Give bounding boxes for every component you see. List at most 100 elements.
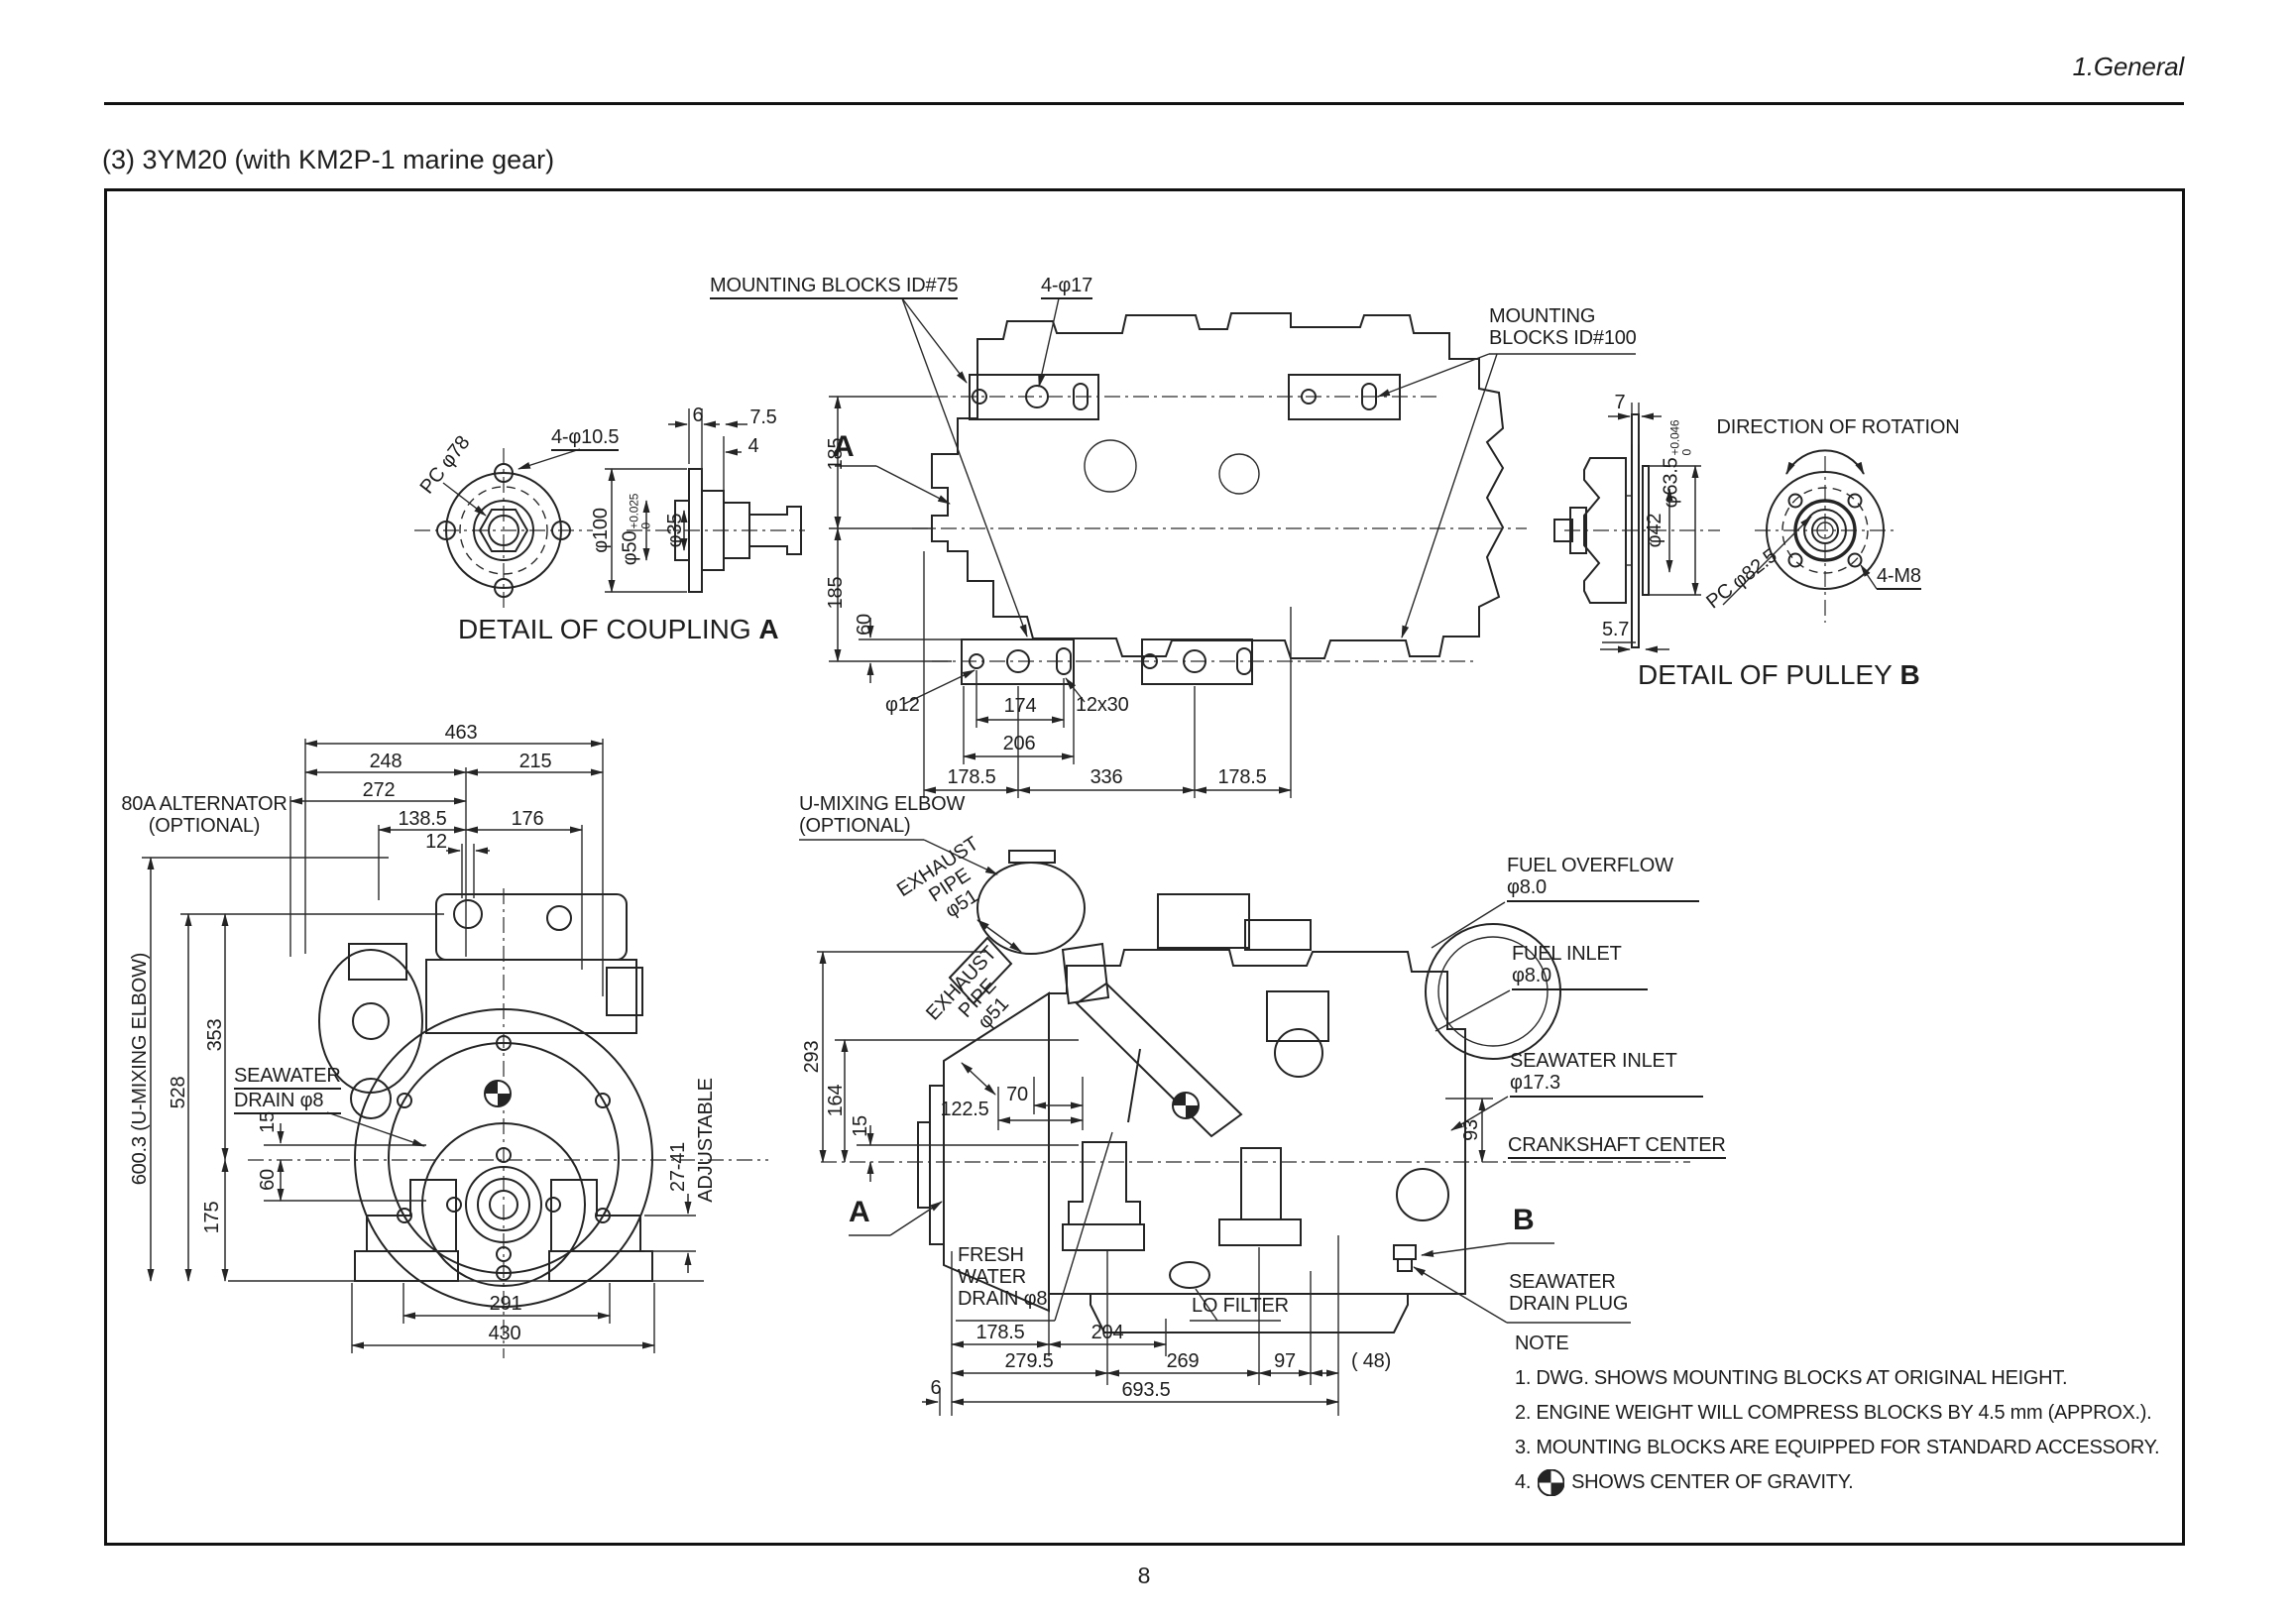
coupling-dim-6: 6 (692, 405, 704, 426)
seawater-drain-plug-line1: SEAWATER (1509, 1271, 1616, 1293)
mounting-blocks-id100-line2: BLOCKS ID#100 (1489, 327, 1637, 349)
fresh-water-drain-line3: DRAIN φ8 (958, 1288, 1048, 1310)
front-dim-463: 463 (444, 722, 478, 744)
pulley-dim-5-7: 5.7 (1602, 619, 1630, 640)
front-seawater-drain-line2: DRAIN φ8 (234, 1090, 341, 1114)
bolt-holes-4x17-label: 4-φ17 (1041, 275, 1092, 299)
pulley-caption-text: DETAIL OF PULLEY (1638, 659, 1893, 690)
side-dim-70: 70 (1006, 1084, 1028, 1105)
front-dim-430: 430 (488, 1323, 521, 1344)
pulley-caption: DETAIL OF PULLEY B (1638, 661, 1920, 689)
pulley-side-view-drawing (1553, 413, 1720, 648)
alternator-label-line1: 80A ALTERNATOR (121, 793, 287, 815)
front-dim-176: 176 (511, 808, 544, 830)
section-ref-a-side: A (849, 1196, 870, 1228)
front-dim-272: 272 (362, 779, 396, 801)
top-dim-206: 206 (1002, 733, 1036, 754)
top-dim-178-5-right: 178.5 (1217, 766, 1267, 788)
pulley-dia-42: φ42 (1644, 513, 1665, 548)
top-dim-185-lower: 185 (825, 576, 847, 610)
side-dim-97: 97 (1274, 1350, 1296, 1372)
coupling-front-view-drawing (414, 448, 593, 613)
note-item-4: 4. SHOWS CENTER OF GRAVITY. (1515, 1465, 2159, 1500)
top-dim-336: 336 (1090, 766, 1123, 788)
side-dim-48: ( 48) (1350, 1350, 1392, 1372)
tol-lower: 0 (638, 522, 653, 529)
section-ref-a-top: A (833, 430, 855, 463)
side-dim-293: 293 (801, 1040, 823, 1074)
alternator-label: 80A ALTERNATOR(OPTIONAL) (121, 793, 287, 837)
alternator-label-line2: (OPTIONAL) (148, 815, 261, 837)
coupling-dia-35: φ35 (664, 513, 686, 548)
front-dim-215: 215 (518, 751, 552, 772)
pulley-front-view-drawing (1722, 449, 1895, 623)
top-dim-178-5-left: 178.5 (947, 766, 996, 788)
tol-lower: 0 (1679, 448, 1694, 456)
top-dia-12-label: φ12 (885, 694, 920, 716)
top-slot-12x30-label: 12x30 (1076, 694, 1129, 716)
coupling-bolt-holes-label: 4-φ10.5 (551, 426, 619, 451)
seawater-inlet-line1: SEAWATER INLET (1510, 1050, 1677, 1072)
front-dim-60: 60 (257, 1169, 279, 1191)
side-dim-164: 164 (825, 1084, 847, 1117)
drawing-frame (104, 188, 2185, 1546)
note-item-3: 3. MOUNTING BLOCKS ARE EQUIPPED FOR STAN… (1515, 1437, 2160, 1458)
note-item-2: 2. ENGINE WEIGHT WILL COMPRESS BLOCKS BY… (1515, 1402, 2152, 1424)
center-of-gravity-icon (1538, 1469, 1565, 1496)
coupling-section-view-drawing (605, 408, 805, 593)
u-mixing-elbow-line1: U-MIXING ELBOW (799, 793, 966, 815)
top-dim-60: 60 (854, 614, 875, 636)
front-dim-12: 12 (425, 831, 447, 853)
front-dim-248: 248 (369, 751, 402, 772)
front-view-engine-drawing (228, 888, 768, 1358)
seawater-drain-plug-line2: DRAIN PLUG (1509, 1293, 1629, 1315)
note-title: NOTE (1515, 1333, 1569, 1354)
side-dim-93: 93 (1460, 1119, 1482, 1141)
side-dim-204: 204 (1091, 1322, 1124, 1343)
front-seawater-drain-line1: SEAWATER (234, 1065, 341, 1090)
center-of-gravity-icon (1172, 1092, 1200, 1119)
fresh-water-drain-line2: WATER (958, 1266, 1026, 1288)
direction-of-rotation-label: DIRECTION OF ROTATION (1716, 416, 1960, 438)
page-number: 8 (1137, 1563, 1151, 1588)
side-dim-269: 269 (1166, 1350, 1200, 1372)
top-dim-174: 174 (1003, 695, 1037, 717)
lo-filter-label: LO FILTER (1192, 1295, 1289, 1317)
mounting-blocks-id100-line1: MOUNTING (1489, 305, 1596, 327)
side-dim-693-5: 693.5 (1121, 1379, 1171, 1401)
mounting-blocks-id75-label: MOUNTING BLOCKS ID#75 (710, 275, 959, 299)
center-of-gravity-icon (484, 1080, 512, 1107)
front-view-dimensions (142, 739, 696, 1353)
note-item-4-number: 4. (1515, 1471, 1532, 1493)
front-dim-175: 175 (201, 1201, 223, 1234)
side-view-dimensions (799, 839, 1631, 1416)
front-adjustable-label: ADJUSTABLE (695, 1078, 717, 1203)
side-view-engine-drawing (821, 850, 1690, 1333)
front-dim-291: 291 (489, 1293, 522, 1315)
coupling-dia-100: φ100 (590, 508, 612, 553)
side-dim-122-5: 122.5 (940, 1099, 989, 1120)
coupling-dim-4: 4 (747, 435, 759, 457)
fuel-overflow-line2: φ8.0 (1507, 876, 1547, 898)
coupling-caption-ref: A (758, 614, 779, 644)
front-dim-353: 353 (204, 1018, 226, 1052)
front-dim-138-5: 138.5 (398, 808, 447, 830)
seawater-inlet-line2: φ17.3 (1510, 1072, 1560, 1094)
front-dim-528: 528 (168, 1076, 189, 1109)
u-mixing-elbow-line2: (OPTIONAL) (799, 815, 911, 837)
top-dim-185-upper: 185 (825, 437, 847, 471)
note-item-1: 1. DWG. SHOWS MOUNTING BLOCKS AT ORIGINA… (1515, 1367, 2068, 1389)
pulley-dimensions (1600, 403, 1701, 653)
coupling-dia-50: φ50 (619, 530, 641, 566)
